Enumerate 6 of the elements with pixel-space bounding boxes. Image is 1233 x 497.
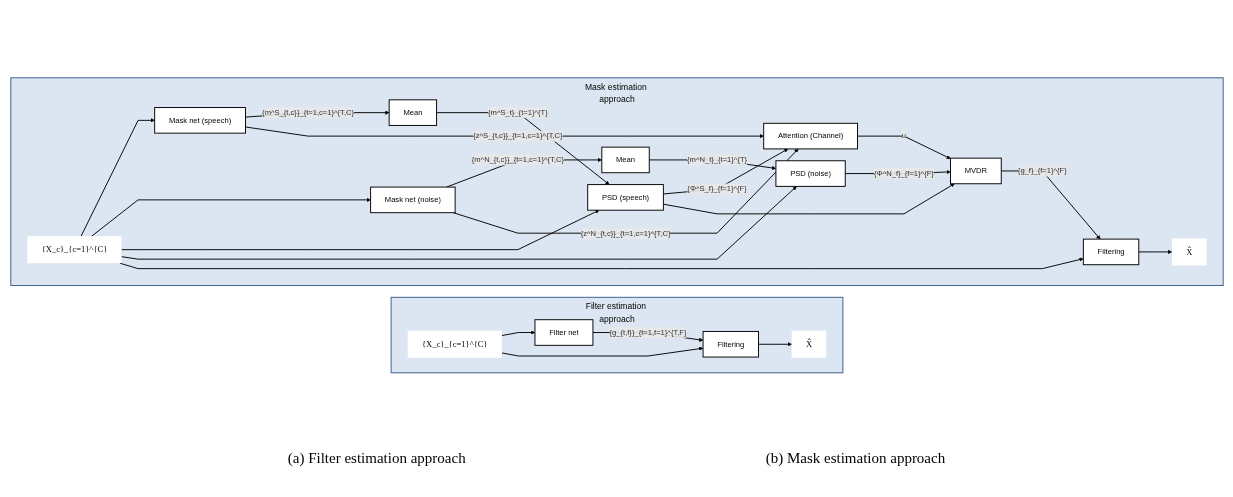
caption: (a) Filter estimation approach bbox=[287, 450, 466, 467]
node-box: {X_c}_{c=1}^{C} bbox=[407, 330, 502, 358]
node-box: {X_c}_{c=1}^{C} bbox=[26, 235, 121, 263]
node-box: X̂ bbox=[1171, 238, 1207, 266]
caption: (b) Mask estimation approach bbox=[765, 450, 946, 467]
node-box: X̂ bbox=[791, 330, 826, 358]
